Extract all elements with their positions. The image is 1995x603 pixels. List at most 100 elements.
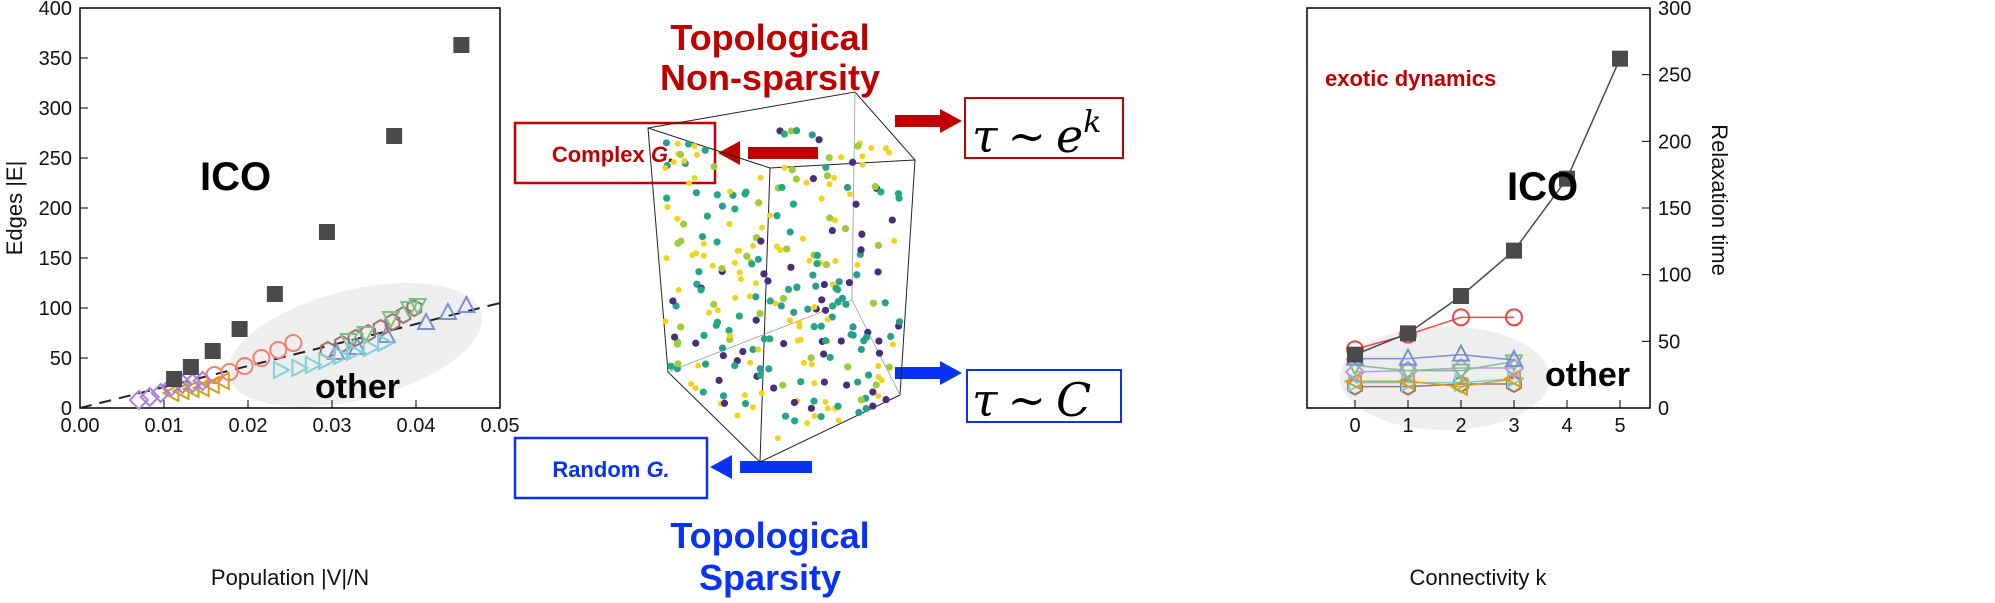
particle xyxy=(842,300,850,308)
particle xyxy=(792,175,800,183)
particle xyxy=(718,344,727,352)
particle xyxy=(766,335,774,343)
particle xyxy=(764,277,772,285)
arrow-left-red xyxy=(718,141,818,165)
particle xyxy=(766,297,774,305)
particle xyxy=(857,396,865,404)
particle xyxy=(713,191,721,199)
particle xyxy=(857,246,865,254)
arrow-left-blue xyxy=(710,455,812,479)
particle xyxy=(891,237,898,244)
particle xyxy=(817,322,825,330)
particle xyxy=(807,404,815,412)
particle xyxy=(709,262,716,269)
particle xyxy=(692,385,699,392)
y-tick-label: 250 xyxy=(39,148,72,170)
particle xyxy=(674,215,681,222)
particle xyxy=(837,337,845,345)
particle xyxy=(781,164,788,171)
particle xyxy=(731,361,739,370)
particle xyxy=(757,174,764,181)
particle xyxy=(843,183,852,192)
data-point-up-triangle xyxy=(1398,347,1418,366)
particle xyxy=(811,412,818,419)
particle xyxy=(677,323,685,331)
particle xyxy=(783,245,791,253)
x-tick-label: 4 xyxy=(1561,415,1572,437)
particle xyxy=(692,189,701,197)
data-point-down-triangle xyxy=(1504,354,1524,373)
y-tick-label: 250 xyxy=(1658,65,1691,87)
particle xyxy=(719,351,727,360)
particle xyxy=(699,388,707,396)
series-line-up-triangle xyxy=(1355,353,1515,361)
data-point-ICO xyxy=(1400,325,1416,342)
particle xyxy=(701,146,709,154)
data-point-up-triangle xyxy=(456,294,477,313)
particle xyxy=(739,347,747,356)
particle xyxy=(760,335,768,343)
particle xyxy=(834,402,842,410)
particle xyxy=(786,228,794,236)
particle xyxy=(757,237,765,245)
particle xyxy=(815,136,823,144)
data-point-up-triangle xyxy=(1451,343,1471,362)
particle xyxy=(770,384,778,392)
other-label: other xyxy=(315,368,400,406)
particle xyxy=(890,341,897,348)
particle xyxy=(676,150,685,159)
particle xyxy=(675,286,682,293)
particle xyxy=(822,398,829,405)
data-point-diamond xyxy=(182,372,203,394)
particle xyxy=(706,309,713,316)
particle xyxy=(874,268,882,276)
cube-back-edge xyxy=(851,299,901,396)
other-label-right: other xyxy=(1545,356,1630,394)
x-tick-label: 0.05 xyxy=(481,415,520,437)
particle xyxy=(831,217,838,224)
data-point-circle xyxy=(220,363,239,381)
particle xyxy=(869,299,878,307)
data-point-ICO xyxy=(1453,288,1469,304)
data-point-circle xyxy=(252,349,271,367)
particle xyxy=(844,363,852,371)
particle xyxy=(688,380,695,387)
particle xyxy=(822,163,830,171)
random-graph-label: Random G. xyxy=(552,457,669,482)
particle xyxy=(818,296,826,304)
bottom-title-line2: Sparsity xyxy=(699,557,841,598)
x-axis-label-right: Connectivity k xyxy=(1410,565,1548,590)
particle xyxy=(875,349,884,357)
particle xyxy=(807,354,815,362)
formula-constant-box xyxy=(966,369,1122,423)
particle xyxy=(792,127,801,135)
particle xyxy=(780,130,788,138)
particle xyxy=(749,345,757,354)
particle xyxy=(835,278,843,286)
data-point-ICO xyxy=(266,286,283,302)
data-point-ICO xyxy=(1347,346,1363,363)
particle xyxy=(695,268,703,276)
particle xyxy=(838,154,845,161)
particle xyxy=(692,339,700,347)
data-point-ICO xyxy=(1559,170,1575,187)
particle xyxy=(727,188,734,195)
particle xyxy=(847,330,855,339)
particle xyxy=(791,417,799,425)
particle xyxy=(868,145,875,152)
data-point-right-triangle xyxy=(291,358,310,378)
particle xyxy=(820,350,828,358)
data-point-circle xyxy=(1505,308,1523,327)
particle xyxy=(877,188,885,196)
particle xyxy=(872,381,880,389)
particle xyxy=(826,214,834,222)
particle xyxy=(854,261,861,268)
particle xyxy=(718,202,727,210)
particle xyxy=(725,326,733,335)
particle xyxy=(852,200,860,208)
data-point-ICO xyxy=(1612,50,1628,67)
particle xyxy=(754,255,762,263)
particle xyxy=(731,259,738,266)
data-point-ICO xyxy=(204,343,221,359)
particle xyxy=(681,157,688,164)
